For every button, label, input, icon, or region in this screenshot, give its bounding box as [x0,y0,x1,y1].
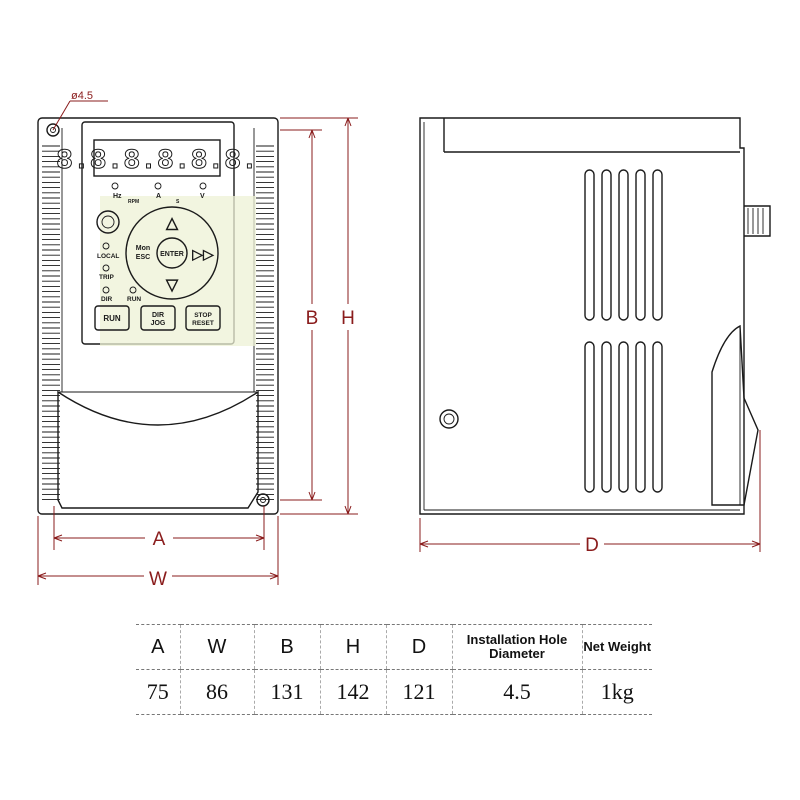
run-key[interactable] [94,305,130,331]
front-housing-outline [37,117,279,515]
spec-table: A W B H D Installation Hole Diameter Net… [136,624,652,715]
dimension-w-label: W [149,569,167,590]
side-view [419,117,771,515]
dir-jog-key[interactable] [140,305,176,331]
dimension-a-label: A [153,529,166,550]
header-net-weight: Net Weight [581,624,652,670]
side-knob [744,205,771,237]
header-installation-hole-diameter: Installation Hole Diameter [451,624,582,670]
value-a: 75 [136,669,180,715]
value-h: 142 [319,669,386,715]
front-dimensions: A W B H [37,117,359,590]
spec-value-row: 75 86 131 142 121 4.5 1kg [136,669,652,715]
status-label-run: RUN [127,296,141,303]
status-label-local: LOCAL [97,253,119,260]
header-w: W [179,624,254,670]
header-h: H [319,624,386,670]
bottom-mount-hole [256,493,270,507]
side-screw [439,409,459,429]
value-b: 131 [253,669,320,715]
svg-text:ESC: ESC [136,254,150,261]
enter-key[interactable] [156,237,188,269]
dimension-d-label: D [585,535,599,556]
navigation-ring [125,206,219,300]
svg-text:STOP: STOP [194,312,212,319]
mon-esc-key[interactable]: Mon ESC [136,245,150,261]
svg-text:RESET: RESET [192,320,214,327]
led-label-hz: Hz [113,193,122,200]
led-label-rpm: RPM [128,199,139,205]
led-label-v: V [200,193,205,200]
hole-callout: ø4.5 [52,90,108,131]
vent-slots [584,169,663,493]
status-label-trip: TRIP [99,274,114,281]
status-label-dir: DIR [101,296,113,303]
stop-reset-key[interactable] [185,305,221,331]
svg-text:Mon: Mon [136,245,150,252]
up-arrow-key[interactable]: △ [165,215,179,232]
led-display-frame [93,139,221,177]
front-view: 8.8.8.8.8.8. Hz RPM A S V LOCAL TRIP DIR… [37,117,279,515]
keypad-highlight [100,196,256,346]
value-net-weight: 1kg [581,669,652,715]
header-d: D [385,624,452,670]
svg-text:DIR: DIR [152,312,164,319]
header-a: A [136,624,180,670]
left-side-fins [42,145,60,501]
svg-text:RUN: RUN [103,314,121,323]
cover-profile [711,324,759,506]
dimension-b-label: B [306,308,319,329]
value-installation-hole-diameter: 4.5 [451,669,582,715]
hole-diameter-label: ø4.5 [71,90,93,102]
dimension-h-label: H [341,308,355,329]
side-housing-outline [419,117,745,515]
potentiometer-knob[interactable] [96,210,120,234]
side-dimensions: D [419,430,761,556]
value-d: 121 [385,669,452,715]
led-display-digits: 8.8.8.8.8.8. [56,146,258,177]
led-label-a: A [156,193,161,200]
svg-text:JOG: JOG [151,320,166,327]
down-arrow-key[interactable]: ▽ [165,277,179,294]
shift-key[interactable]: ▷▷ [191,246,215,262]
svg-text:ENTER: ENTER [160,251,184,258]
lower-cover [57,390,259,509]
top-mount-hole [46,123,60,137]
value-w: 86 [179,669,254,715]
spec-header-row: A W B H D Installation Hole Diameter Net… [136,624,652,670]
led-label-s: S [176,199,180,205]
header-b: B [253,624,320,670]
